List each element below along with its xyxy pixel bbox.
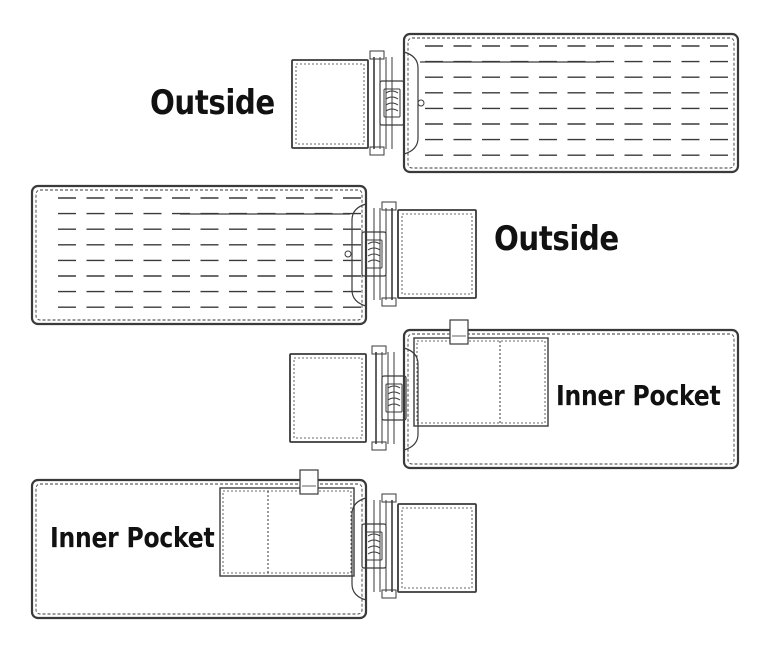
label-inner-pocket-1: Inner Pocket (556, 379, 721, 412)
label-inner-pocket-2: Inner Pocket (50, 521, 215, 554)
holster-outside-top (291, 32, 740, 174)
holster-inner-pocket-bottom (30, 469, 477, 620)
holster-inner-pocket-top (289, 319, 740, 470)
label-outside-1: Outside (150, 83, 275, 123)
label-outside-2: Outside (494, 219, 619, 259)
holster-outside-middle (30, 184, 477, 326)
